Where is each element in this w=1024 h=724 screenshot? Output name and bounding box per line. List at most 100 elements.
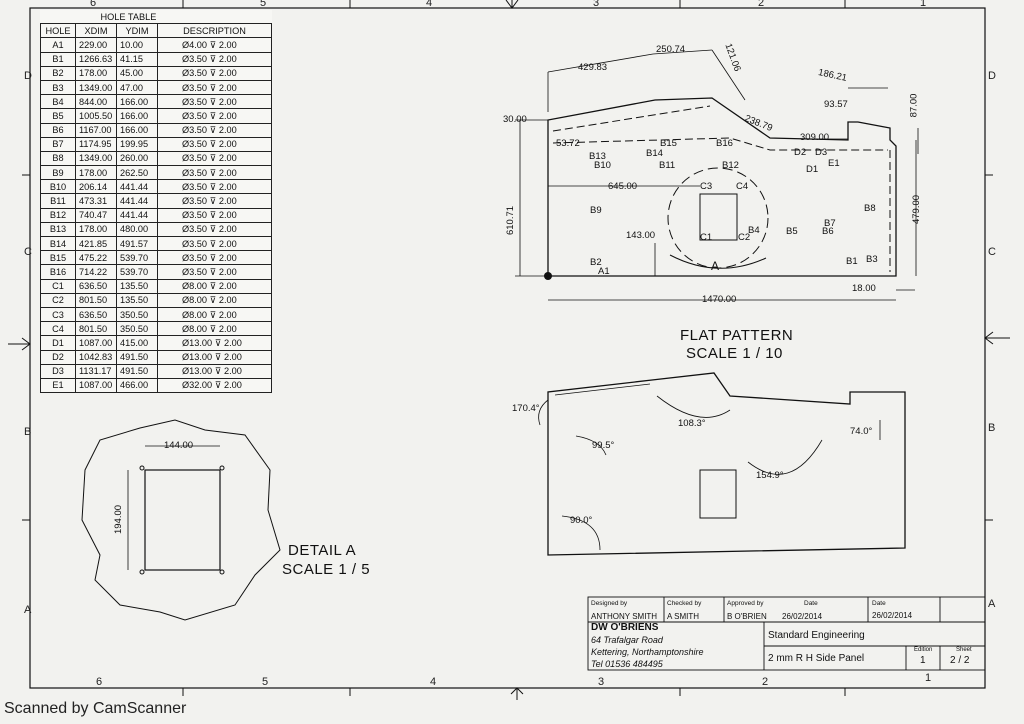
grid-top-6: 6 — [90, 0, 97, 9]
dim-143: 143.00 — [626, 230, 656, 241]
label-b9: B9 — [590, 205, 602, 216]
label-b15: B15 — [660, 138, 677, 149]
center-arrow-top — [505, 0, 519, 9]
label-c2: C2 — [738, 232, 751, 243]
ydim-cell: 539.70 — [116, 250, 158, 266]
grid-right-c: C — [988, 246, 996, 258]
tb-address2: Kettering, Northamptonshire — [591, 647, 704, 657]
dim-93: 93.57 — [824, 99, 848, 110]
grid-right-b: B — [988, 422, 996, 434]
grid-top-4: 4 — [426, 0, 433, 9]
angle-99: 99.5° — [592, 440, 615, 451]
ydim-cell: 350.50 — [116, 306, 158, 323]
center-arrow-bottom — [510, 687, 524, 700]
sheet-border — [29, 7, 986, 689]
hole-id-cell: D1 — [40, 335, 76, 351]
hole-id-cell: B7 — [40, 136, 76, 152]
grid-top-3: 3 — [593, 0, 600, 9]
ydim-cell: 262.50 — [116, 165, 158, 181]
flat-pattern-title: FLAT PATTERN — [680, 327, 794, 344]
angle-154: 154.9° — [756, 470, 784, 481]
label-b1: B1 — [846, 256, 858, 267]
description-cell: Ø3.50 ⊽ 2.00 — [157, 136, 272, 152]
hole-id-cell: A1 — [40, 37, 76, 53]
ydim-cell: 480.00 — [116, 221, 158, 238]
grid-bottom-3: 3 — [598, 676, 605, 688]
detail-dim-width: 144.00 — [164, 440, 194, 451]
dim-645: 645.00 — [608, 181, 638, 192]
detail-a-circle — [667, 167, 769, 269]
center-arrow-left — [8, 337, 31, 351]
col-hole: HOLE — [40, 23, 76, 39]
hole-id-cell: C4 — [40, 321, 76, 337]
tb-checked-label: Checked by — [667, 600, 702, 607]
ydim-cell: 45.00 — [116, 65, 158, 81]
tb-address1: 64 Trafalgar Road — [591, 635, 663, 645]
detail-a-scale: SCALE 1 / 5 — [282, 561, 371, 578]
xdim-cell: 1349.00 — [75, 150, 117, 167]
grid-right-d: D — [988, 70, 996, 82]
tb-edition-label: Edition — [914, 647, 933, 653]
label-b14: B14 — [646, 148, 663, 159]
tb-part-name: 2 mm R H Side Panel — [768, 653, 865, 664]
tb-sheet-label: Sheet — [956, 647, 972, 653]
flat-pattern-outline — [547, 97, 897, 277]
tb-approved-label: Approved by — [727, 600, 764, 607]
hole-id-cell: B16 — [40, 264, 76, 280]
grid-bottom-2: 2 — [762, 676, 769, 688]
description-cell: Ø3.50 ⊽ 2.00 — [157, 150, 272, 167]
xdim-cell: 714.22 — [75, 264, 117, 280]
label-d1: D1 — [806, 164, 819, 175]
xdim-cell: 1087.00 — [75, 377, 117, 394]
xdim-cell: 636.50 — [75, 278, 117, 294]
side-cutout-rect — [699, 469, 737, 519]
xdim-cell: 1167.00 — [75, 122, 117, 138]
description-cell: Ø8.00 ⊽ 2.00 — [157, 292, 272, 308]
label-b11: B11 — [659, 160, 676, 171]
tb-company: DW O'BRIENS — [591, 622, 659, 633]
tb-sheet: 2 / 2 — [950, 655, 970, 666]
description-cell: Ø3.50 ⊽ 2.00 — [157, 193, 272, 209]
label-c4: C4 — [736, 181, 749, 192]
ydim-cell: 10.00 — [116, 37, 158, 53]
dim-87: 87.00 — [908, 93, 920, 118]
label-b13: B13 — [589, 151, 606, 162]
label-b3: B3 — [866, 254, 878, 265]
description-cell: Ø3.50 ⊽ 2.00 — [157, 264, 272, 280]
dim-429: 429.83 — [578, 62, 608, 73]
tb-date-label: Date — [804, 600, 818, 607]
angle-170: 170.4° — [512, 403, 540, 414]
label-b2: B2 — [590, 257, 602, 268]
description-cell: Ø3.50 ⊽ 2.00 — [157, 94, 272, 110]
ydim-cell: 491.57 — [116, 235, 158, 252]
xdim-cell: 1131.17 — [75, 363, 117, 379]
grid-left-c: C — [24, 246, 32, 258]
grid-right-a: A — [988, 598, 996, 610]
description-cell: Ø3.50 ⊽ 2.00 — [157, 51, 272, 67]
ydim-cell: 491.50 — [116, 349, 158, 365]
description-cell: Ø3.50 ⊽ 2.00 — [157, 79, 272, 96]
flat-pattern-bendline-bottom — [552, 137, 888, 151]
description-cell: Ø13.00 ⊽ 2.00 — [157, 349, 272, 365]
description-cell: Ø3.50 ⊽ 2.00 — [157, 179, 272, 195]
view-arrow — [669, 254, 767, 269]
ydim-cell: 441.44 — [116, 207, 158, 223]
label-c1: C1 — [700, 232, 713, 243]
label-b8: B8 — [864, 203, 876, 214]
xdim-cell: 1349.00 — [75, 79, 117, 96]
tb-edition: 1 — [920, 655, 926, 666]
hole-id-cell: B11 — [40, 193, 76, 209]
hole-id-cell: B3 — [40, 79, 76, 96]
description-cell: Ø13.00 ⊽ 2.00 — [157, 363, 272, 379]
